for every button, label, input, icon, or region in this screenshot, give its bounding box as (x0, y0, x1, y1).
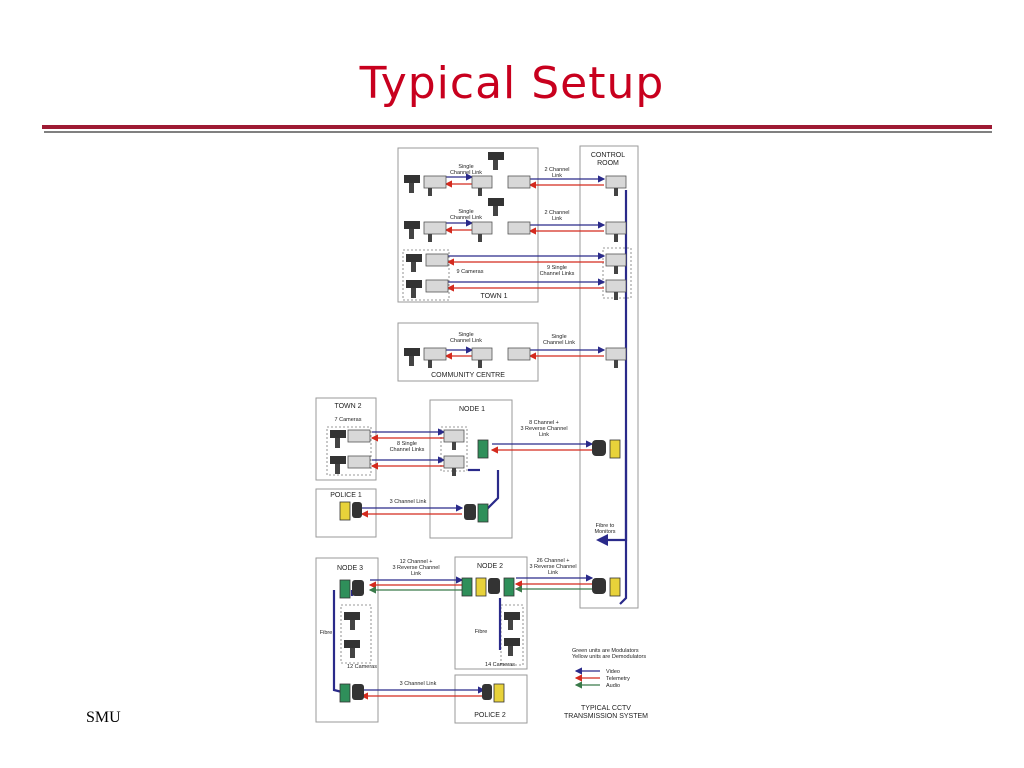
receiver-icon (605, 279, 627, 293)
link-label: 3 Channel Link (390, 499, 427, 505)
camera-icon (404, 348, 420, 366)
receiver-icon (605, 221, 627, 235)
camera-icon (330, 430, 346, 448)
modulator-icon (339, 579, 351, 599)
camera-icon (330, 456, 346, 474)
transmitter-icon (423, 347, 447, 361)
legend-telemetry: Telemetry (606, 676, 630, 682)
camera-icon (406, 254, 422, 272)
camera-icon (344, 640, 360, 658)
legend-video: Video (606, 669, 620, 675)
node3-box (315, 557, 379, 723)
demodulator-icon (609, 577, 621, 597)
fibre-to-monitors-arrow (596, 534, 608, 546)
node1-label: NODE 1 (459, 406, 485, 413)
police1-label: POLICE 1 (330, 492, 362, 499)
demodulator-icon (339, 501, 351, 521)
title-divider (42, 125, 992, 129)
control-room-box (579, 145, 639, 609)
demodulator-icon (493, 683, 505, 703)
camera-icon (344, 612, 360, 630)
town2-label: TOWN 2 (334, 403, 361, 410)
transmitter-icon (507, 221, 531, 235)
camera-icon (404, 221, 420, 239)
modulator-icon (339, 683, 351, 703)
modulator-icon (477, 439, 489, 459)
node2-box (454, 556, 528, 670)
title-divider-shadow (44, 131, 992, 133)
transmitter-icon (425, 279, 449, 293)
modulator-icon (461, 577, 473, 597)
receiver-icon (471, 175, 493, 189)
police1-box (315, 488, 377, 538)
link-label: 12 Cameras (347, 664, 377, 670)
camera-icon-group (330, 152, 520, 658)
link-label: Fibre (475, 629, 488, 635)
footer-label: SMU (86, 709, 121, 726)
camera-icon (488, 198, 504, 216)
legend-audio: Audio (606, 683, 620, 689)
camera-icon (488, 152, 504, 170)
receiver-icon (471, 347, 493, 361)
link-label: 9 Cameras (457, 269, 484, 275)
receiver-icon (605, 175, 627, 189)
transmitter-icon-group (347, 175, 627, 469)
transmitter-icon (347, 429, 371, 443)
transmitter-icon (423, 175, 447, 189)
modulator-icon (477, 503, 489, 523)
modulator-icon (503, 577, 515, 597)
control-room-fibre (600, 190, 628, 542)
receiver-icon (605, 253, 627, 267)
link-label: Fibre (320, 630, 333, 636)
slide-title: Typical Setup (359, 58, 665, 109)
node3-label: NODE 3 (337, 565, 363, 572)
camera-icon (504, 612, 520, 630)
demodulator-icon (609, 439, 621, 459)
receiver-icon (471, 221, 493, 235)
receiver-icon (443, 429, 465, 443)
link-label: 3 Channel Link (400, 681, 437, 687)
node3-fibre (332, 590, 343, 694)
camera-icon (404, 175, 420, 193)
demodulator-icon (475, 577, 487, 597)
community-label: COMMUNITY CENTRE (431, 372, 505, 379)
transmitter-icon (507, 347, 531, 361)
link-label: 14 Cameras (485, 662, 515, 668)
link-label: 7 Cameras (335, 417, 362, 423)
node2-label: NODE 2 (477, 563, 503, 570)
transmitter-icon (507, 175, 531, 189)
receiver-icon (443, 455, 465, 469)
transmitter-icon (423, 221, 447, 235)
police2-label: POLICE 2 (474, 712, 506, 719)
police2-box (454, 674, 528, 724)
node1-box (429, 399, 513, 539)
receiver-icon (605, 347, 627, 361)
camera-icon (504, 638, 520, 656)
town1-label: TOWN 1 (480, 293, 507, 300)
camera-icon (406, 280, 422, 298)
community-box (397, 322, 539, 382)
transmitter-icon (425, 253, 449, 267)
transmitter-icon (347, 455, 371, 469)
